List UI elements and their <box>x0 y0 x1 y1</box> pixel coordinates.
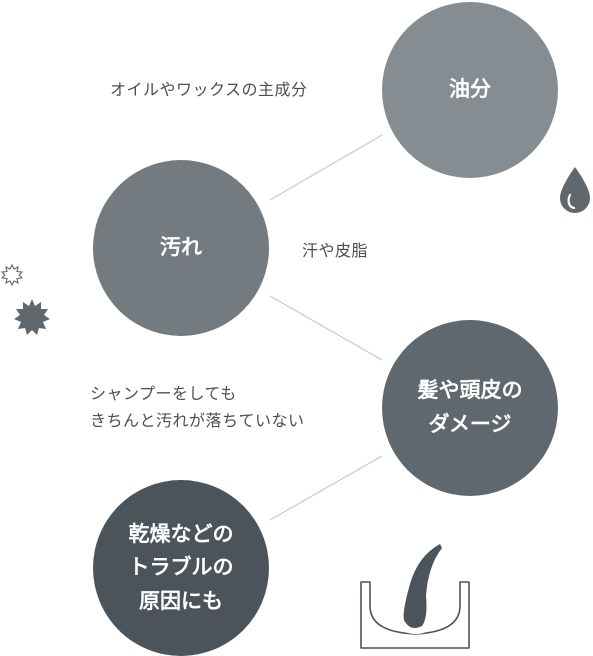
connector-dirt-damage <box>269 295 383 361</box>
sweat-label: 汗や皮脂 <box>302 241 369 260</box>
water-drop-icon <box>560 167 590 213</box>
damage-circle: 髪や頭皮の ダメージ <box>382 320 558 496</box>
sparkle-outline-icon <box>0 263 24 287</box>
dirt-circle: 汚れ <box>93 160 269 336</box>
oil-circle-label: 油分 <box>449 77 491 102</box>
wash-label: シャンプーをしても きちんと汚れが落ちていない <box>90 384 305 431</box>
connector-oil-dirt <box>269 134 383 201</box>
oil-source-label: オイルやワックスの主成分 <box>110 80 308 99</box>
cause-circle-label: 乾燥などの トラブルの 原因にも <box>128 521 234 613</box>
hair-follicle-icon <box>360 544 470 649</box>
oil-circle: 油分 <box>382 2 558 178</box>
dirt-circle-label: 汚れ <box>160 235 202 260</box>
damage-circle-label: 髪や頭皮の ダメージ <box>417 378 523 436</box>
cause-circle: 乾燥などの トラブルの 原因にも <box>93 480 269 656</box>
connector-damage-cause <box>269 455 383 521</box>
sparkle-filled-icon <box>14 299 50 335</box>
